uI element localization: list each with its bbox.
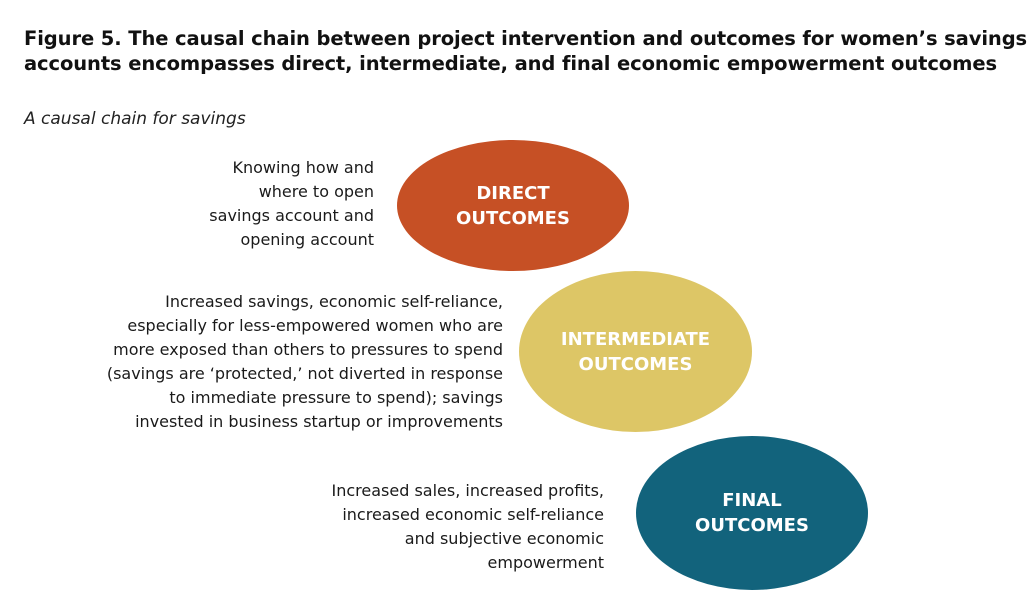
description-line: to immediate pressure to spend); savings — [169, 388, 503, 407]
description-line: Increased sales, increased profits, — [331, 481, 604, 500]
intermediate-outcomes-description: Increased savings, economic self-relianc… — [107, 290, 503, 434]
description-line: and subjective economic — [404, 529, 604, 548]
description-line: especially for less-empowered women who … — [127, 316, 503, 335]
figure-subtitle: A causal chain for savings — [24, 109, 246, 129]
description-line: Increased savings, economic self-relianc… — [165, 292, 503, 311]
final-outcomes-label: FINAL OUTCOMES — [695, 488, 809, 538]
ellipse-label-line: OUTCOMES — [578, 353, 693, 375]
intermediate-outcomes-label: INTERMEDIATE OUTCOMES — [561, 327, 710, 377]
ellipse-label-line: INTERMEDIATE — [560, 328, 711, 350]
ellipse-label-line: OUTCOMES — [695, 515, 809, 536]
description-line: invested in business startup or improvem… — [135, 412, 503, 431]
intermediate-outcomes-ellipse: INTERMEDIATE OUTCOMES — [519, 271, 752, 432]
description-line: where to open — [258, 182, 374, 201]
figure-title: Figure 5. The causal chain between proje… — [24, 26, 1027, 76]
description-line: empowerment — [487, 553, 604, 572]
description-line: savings account and — [209, 206, 374, 225]
figure-title-line: accounts encompasses direct, intermediat… — [24, 52, 997, 75]
direct-outcomes-ellipse: DIRECT OUTCOMES — [397, 140, 629, 271]
description-line: Knowing how and — [232, 158, 374, 177]
ellipse-label-line: DIRECT — [476, 182, 550, 204]
ellipse-label-line: OUTCOMES — [456, 207, 570, 229]
ellipse-label-line: FINAL — [722, 490, 782, 511]
figure-title-line: Figure 5. The causal chain between proje… — [24, 27, 1027, 50]
final-outcomes-ellipse: FINAL OUTCOMES — [636, 436, 868, 590]
description-line: opening account — [240, 230, 375, 249]
direct-outcomes-label: DIRECT OUTCOMES — [456, 181, 570, 231]
description-line: (savings are ‘protected,’ not diverted i… — [106, 364, 503, 383]
final-outcomes-description: Increased sales, increased profits, incr… — [331, 479, 604, 575]
direct-outcomes-description: Knowing how and where to open savings ac… — [209, 156, 374, 252]
description-line: increased economic self-reliance — [342, 505, 604, 524]
description-line: more exposed than others to pressures to… — [113, 340, 503, 359]
